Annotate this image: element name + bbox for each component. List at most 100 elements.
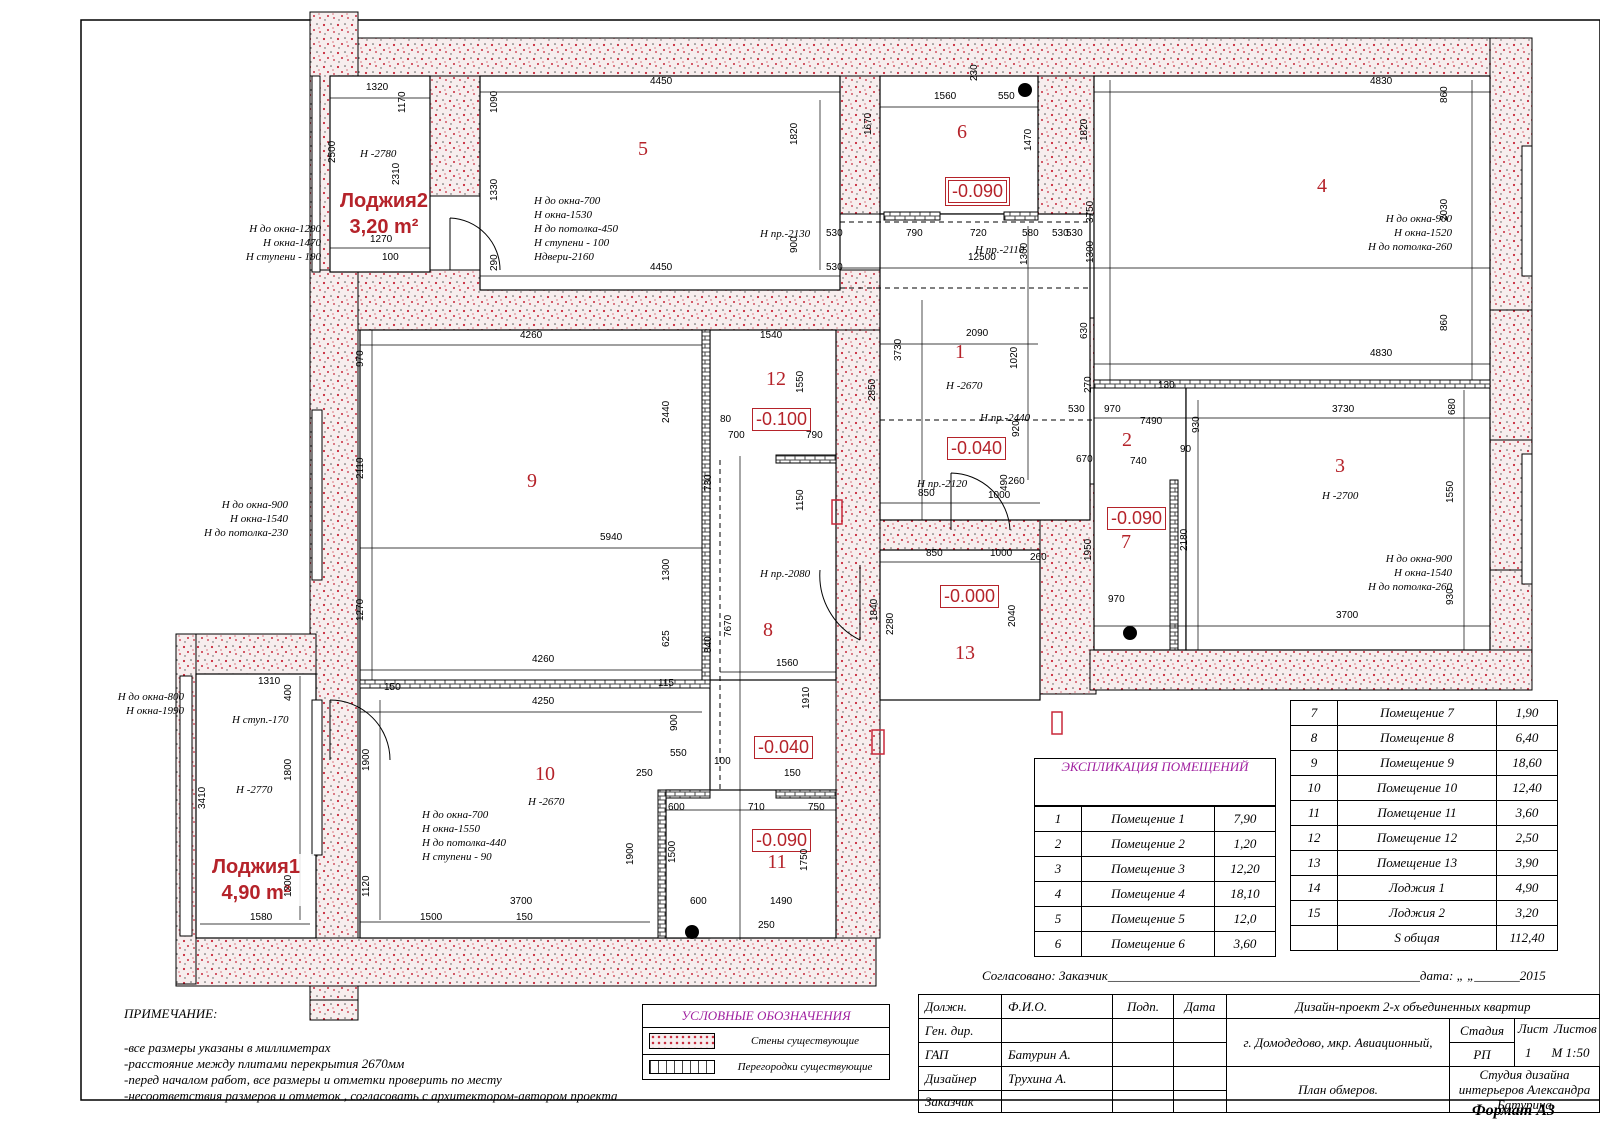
tb-position: Ген. дир. <box>918 1018 1002 1043</box>
tb-header: Ф.И.О. <box>1001 994 1113 1019</box>
existing-partition-swatch <box>649 1060 715 1074</box>
room-area: 18,10 <box>1214 881 1276 907</box>
room-area: 3,20 <box>1496 900 1558 926</box>
legend-title: УСЛОВНЫЕ ОБОЗНАЧЕНИЯ <box>643 1005 889 1028</box>
room-area: 7,90 <box>1214 806 1276 832</box>
doors <box>329 217 1011 761</box>
existing-partitions <box>359 211 1491 939</box>
room-area: 1,90 <box>1496 700 1558 726</box>
room-name: Помещение 11 <box>1337 800 1497 826</box>
room-index: 9 <box>1290 750 1338 776</box>
tb-name <box>1001 1090 1113 1113</box>
room-index: 14 <box>1290 875 1338 901</box>
room-number: 7 <box>1121 531 1131 553</box>
tb-studio: Студия дизайна интерьеров Александра Бат… <box>1449 1066 1600 1113</box>
tb-sheets-label: Листов <box>1554 1021 1597 1036</box>
approval-line: Согласовано: Заказчик___________________… <box>982 968 1546 983</box>
room-name: Помещение 4 <box>1081 881 1215 907</box>
tb-position: Заказчик <box>918 1090 1002 1113</box>
room-index: 10 <box>1290 775 1338 801</box>
room-area: 12,20 <box>1214 856 1276 882</box>
room-name: Помещение 1 <box>1081 806 1215 832</box>
annotation: Н ступ.-170 <box>232 714 289 726</box>
room-index: 6 <box>1034 931 1082 957</box>
room-number: 12 <box>766 368 786 390</box>
level-mark: -0.090 <box>1107 507 1167 530</box>
room-index: 3 <box>1034 856 1082 882</box>
tb-name: Батурин А. <box>1001 1042 1113 1067</box>
tb-scale: М 1:50 <box>1551 1044 1590 1060</box>
room-name: Помещение 5 <box>1081 906 1215 932</box>
tb-project: Дизайн-проект 2-х объединенных квартир <box>1226 994 1600 1019</box>
tb-drawing: План обмеров. <box>1226 1066 1450 1113</box>
sheet-frame <box>80 19 1600 1101</box>
dimension-lines <box>200 80 1490 940</box>
room-index: 2 <box>1034 831 1082 857</box>
annotation: Н пр.-2080 <box>760 568 811 580</box>
room-index: 8 <box>1290 725 1338 751</box>
annotation: Н -2700 <box>1322 490 1359 502</box>
room-number: 5 <box>638 138 648 160</box>
title-block: Должн. Ф.И.О. Подп. Дата Дизайн-проект 2… <box>918 994 1600 1113</box>
room-area: 18,60 <box>1496 750 1558 776</box>
format-label: Формат А3 <box>1472 1102 1555 1119</box>
tb-stage-label: Стадия <box>1449 1018 1515 1043</box>
room-index: 13 <box>1290 850 1338 876</box>
openings <box>719 221 1094 790</box>
room-name: Помещение 12 <box>1337 825 1497 851</box>
tb-position: ГАП <box>918 1042 1002 1067</box>
tb-sheet-label: Лист <box>1517 1021 1549 1036</box>
room-index: 11 <box>1290 800 1338 826</box>
tb-name: Трухина А. <box>1001 1066 1113 1091</box>
annotation: Н пр.-2110 <box>975 244 1025 256</box>
room-number: 6 <box>957 121 967 143</box>
tb-header: Дата <box>1173 994 1227 1019</box>
room-number: 13 <box>955 642 975 664</box>
room-name: S общая <box>1337 925 1497 951</box>
room-number: 4 <box>1317 175 1327 197</box>
room-name: Помещение 2 <box>1081 831 1215 857</box>
room-name: Помещение 9 <box>1337 750 1497 776</box>
level-mark: -0.040 <box>947 437 1007 460</box>
annotation: Н -2770 <box>236 784 273 796</box>
legend-item: Стены существующие <box>751 1035 859 1047</box>
explication-title: ЭКСПЛИКАЦИЯ ПОМЕЩЕНИЙ <box>1034 758 1276 806</box>
annotation: Н пр.-2130 <box>760 228 811 240</box>
room-index: 1 <box>1034 806 1082 832</box>
notes-list: -все размеры указаны в миллиметрах -расс… <box>124 1040 618 1103</box>
existing-walls <box>175 11 1533 1021</box>
level-mark: -0.090 <box>944 177 1011 206</box>
vent-marks <box>831 499 1063 755</box>
tb-name <box>1001 1018 1113 1043</box>
room-area: 6,40 <box>1496 725 1558 751</box>
room-index: 12 <box>1290 825 1338 851</box>
level-mark: -0.000 <box>940 585 1000 608</box>
legend: УСЛОВНЫЕ ОБОЗНАЧЕНИЯ Стены существующие … <box>642 1004 890 1080</box>
level-mark: -0.090 <box>752 829 812 852</box>
room-number: 8 <box>763 619 773 641</box>
room-number: 1 <box>955 341 965 363</box>
tb-address: г. Домодедово, мкр. Авиационный, <box>1226 1018 1450 1067</box>
room-name: Помещение 13 <box>1337 850 1497 876</box>
room-index <box>1290 925 1338 951</box>
legend-item: Перегородки существующие <box>737 1061 873 1073</box>
